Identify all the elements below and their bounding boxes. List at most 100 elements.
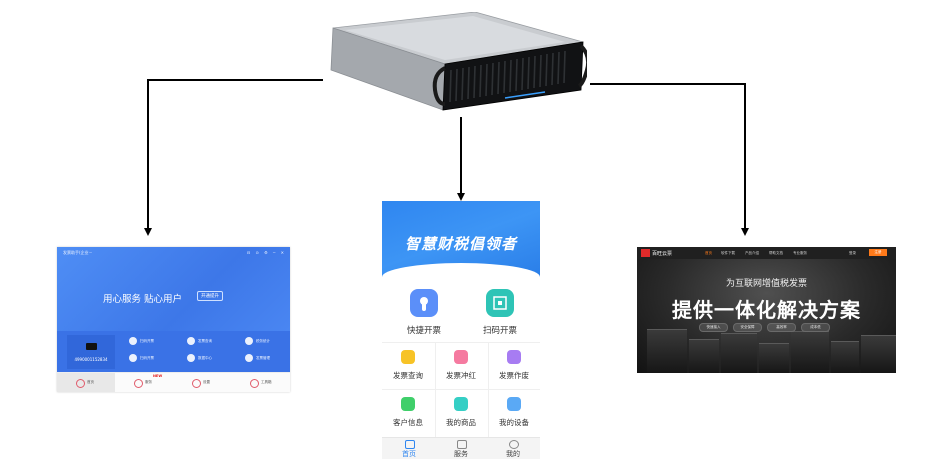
mobile-app-screenshot: 智慧财税倡领者 快捷开票 扫码开票 发票查询 发票冲红 发票作废 [382,201,540,459]
desktop-function-cell[interactable]: 数据中心 [187,353,227,365]
desktop-function-cell[interactable]: 发票查询 [187,336,227,348]
nav-mine[interactable]: 我的 [487,438,539,459]
nav-label: 首页 [402,450,416,458]
function-label: 税务统计 [256,339,270,343]
box-icon [454,397,468,411]
brand-name[interactable]: 百旺云票 [652,251,673,257]
grid-item-my-device[interactable]: 我的设备 [488,390,540,436]
website-hero: 为互联网增值税发票 提供一体化解决方案 快速接入 安全保障 高效率 成本低 [637,259,896,373]
mobile-bottom-nav: 首页 服务 我的 [382,437,540,459]
feature-pill[interactable]: 快速接入 [699,323,728,332]
hero-cube [689,339,719,373]
grid-item-customer-info[interactable]: 客户信息 [382,390,434,436]
nav-service[interactable]: 服务 [435,438,487,459]
server-handle-left [432,66,447,106]
desktop-function-cell[interactable]: 扫码开票 [129,353,169,365]
grid-item-invoice-red[interactable]: 发票冲红 [435,343,487,389]
desktop-tab-toolbox[interactable]: 工具箱 [231,373,289,392]
toolbox-icon [250,379,259,388]
desktop-tab-home[interactable]: 首页 [57,373,115,392]
search-icon [401,350,415,364]
server-handle-right [577,44,587,88]
desktop-tab-label: 首页 [87,380,94,384]
rack-server-image [330,12,587,111]
grid-label: 我的设备 [499,418,529,427]
scan-icon [486,289,514,317]
grid-item-invoice-query[interactable]: 发票查询 [382,343,434,389]
nav-link[interactable]: 专业服务 [793,250,807,255]
nav-link[interactable]: 产品介绍 [745,250,759,255]
desktop-window-controls[interactable]: ⊟ ⊙ ⚙ ─ ✕ [246,250,286,255]
desktop-bottom-bar: 首页 服务 设置 工具箱 NEW [57,372,290,392]
hero-cube [721,333,757,373]
grid-item-invoice-void[interactable]: 发票作废 [488,343,540,389]
tax-device-icon [86,343,97,350]
home-icon [405,440,415,449]
desktop-function-cell[interactable]: 税务统计 [245,336,285,348]
feature-pill[interactable]: 高效率 [767,323,796,332]
divider [382,342,540,343]
grid-label: 我的商品 [446,418,476,427]
feature-pill[interactable]: 成本低 [801,323,830,332]
login-link[interactable]: 登录 [849,250,856,255]
hero-cube [759,343,789,373]
function-icon [245,354,253,362]
service-icon [457,440,467,449]
desktop-function-panel: 4990001152834 扫码开票 扫码开票 发票查询 数据中心 税务统计 发… [57,331,290,372]
contact-icon [401,397,415,411]
function-icon [187,337,195,345]
arrow-to-website [590,83,749,236]
server-vent-grille [449,50,566,103]
nav-home[interactable]: 首页 [383,438,435,459]
function-icon [187,354,195,362]
divider [488,342,489,437]
scan-invoice-button[interactable]: 扫码开票 [470,287,530,339]
grid-label: 发票查询 [393,371,423,380]
banner-wave [382,263,540,277]
grid-label: 发票作废 [499,371,529,380]
mobile-banner: 智慧财税倡领者 [382,201,540,277]
quick-label: 扫码开票 [482,326,517,336]
desktop-client-screenshot: 发票助手(企业··· ⊟ ⊙ ⚙ ─ ✕ 用心服务 贴心用户 开通提升 4990… [57,247,290,392]
desktop-tab-settings[interactable]: 设置 [173,373,231,392]
brand-logo-icon [641,249,650,257]
function-icon [129,337,137,345]
function-label: 发票查询 [198,339,212,343]
user-icon [509,440,519,449]
register-button[interactable]: 注册 [869,249,887,256]
grid-label: 发票冲红 [446,371,476,380]
function-label: 数据中心 [198,356,212,360]
desktop-tab-service[interactable]: 服务 [115,373,173,392]
desktop-tab-label: 服务 [145,380,152,384]
desktop-slogan-button[interactable]: 开通提升 [197,291,223,301]
trash-icon [507,350,521,364]
mobile-banner-title: 智慧财税倡领者 [404,235,517,253]
nav-link[interactable]: 软件下载 [721,250,735,255]
quick-invoice-button[interactable]: 快捷开票 [394,287,454,339]
desktop-function-cell[interactable]: 发票管理 [245,353,285,365]
quick-label: 快捷开票 [406,326,441,336]
feature-pill[interactable]: 安全保障 [733,323,762,332]
hero-cube [791,331,829,373]
nav-link[interactable]: 帮助文档 [769,250,783,255]
divider [382,389,540,390]
device-number: 4990001152834 [74,357,108,362]
nav-label: 我的 [506,450,520,458]
function-label: 扫码开票 [140,339,154,343]
heart-icon [134,379,143,388]
divider [435,342,436,437]
desktop-function-cell[interactable]: 扫码开票 [129,336,169,348]
hand-tap-icon [410,289,438,317]
nav-link[interactable]: 首页 [705,250,712,255]
wrench-icon [192,379,201,388]
server-status-led [504,91,546,99]
hero-cube [861,335,896,373]
hero-cube [647,329,687,373]
new-badge: NEW [153,374,163,378]
desktop-device-card[interactable]: 4990001152834 [67,335,115,369]
function-label: 发票管理 [256,356,270,360]
website-headline: 提供一体化解决方案 [672,298,861,322]
grid-item-my-goods[interactable]: 我的商品 [435,390,487,436]
function-icon [245,337,253,345]
